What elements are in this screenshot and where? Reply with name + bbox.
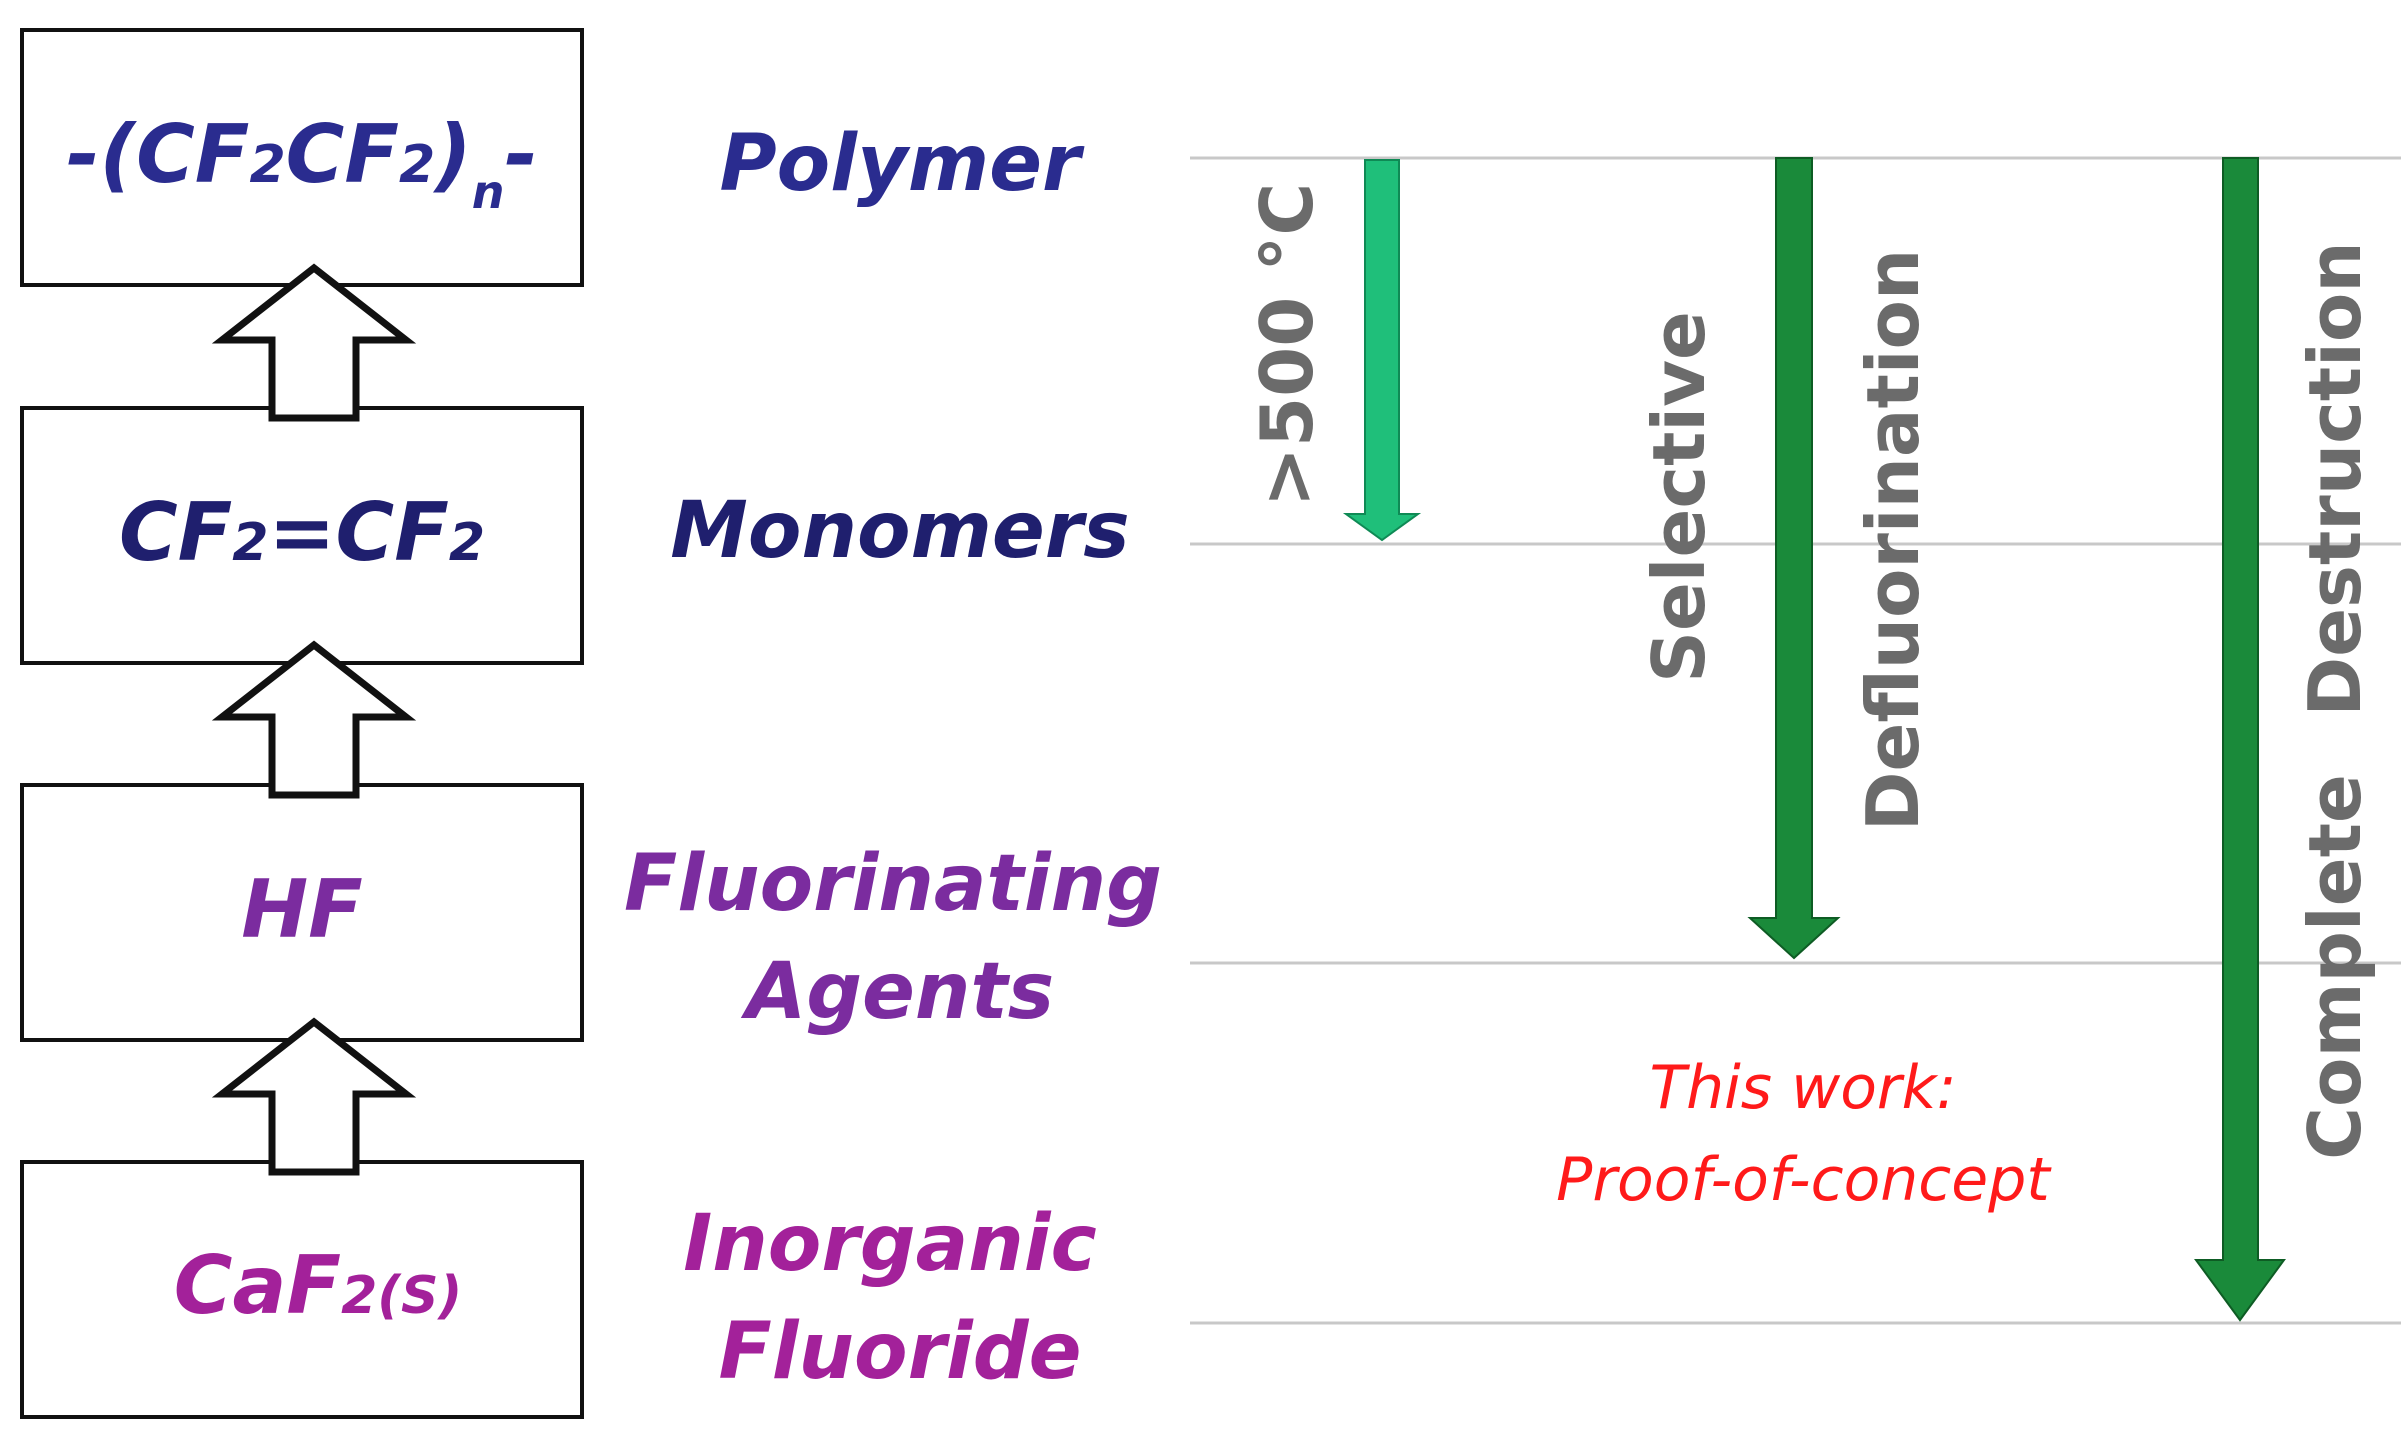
arrow-label-destruction: Destruction: [2293, 241, 2377, 716]
down-arrow-icon: [1747, 157, 1841, 960]
level-label-fluoride: Fluoride: [718, 1307, 1081, 1397]
down-arrow-icon: [2194, 157, 2286, 1322]
arrow-label-selective: Selective: [1637, 311, 1721, 683]
up-arrow-icon: [211, 640, 417, 799]
up-arrow-icon: [211, 263, 417, 422]
proof-of-concept-label: Proof-of-concept: [1556, 1145, 2052, 1215]
formula-polymer: -(CF2CF2)n-: [66, 108, 537, 219]
level-label-agents: Agents: [740, 947, 1054, 1037]
level-label-fluorinating: Fluorinating: [624, 839, 1162, 929]
arrow-label-complete: Complete: [2293, 774, 2377, 1160]
down-arrow-icon: [1342, 159, 1422, 542]
formula-monomer: CF2=CF2: [119, 486, 485, 579]
arrow-label-temperature: >500 °C: [1245, 183, 1329, 508]
formula-caf2: CaF2(S): [174, 1239, 463, 1332]
level-label-inorganic: Inorganic: [683, 1199, 1097, 1289]
level-label-monomers: Monomers: [670, 486, 1129, 576]
level-label-polymer: Polymer: [720, 119, 1086, 209]
box-monomer: [20, 406, 584, 665]
box-caf2: [20, 1160, 584, 1419]
up-arrow-icon: [211, 1017, 417, 1176]
arrow-label-defluorination: Defluorination: [1851, 249, 1935, 832]
box-polymer: [20, 28, 584, 287]
formula-hf: HF: [241, 863, 363, 956]
this-work-label: This work:: [1649, 1053, 1956, 1123]
